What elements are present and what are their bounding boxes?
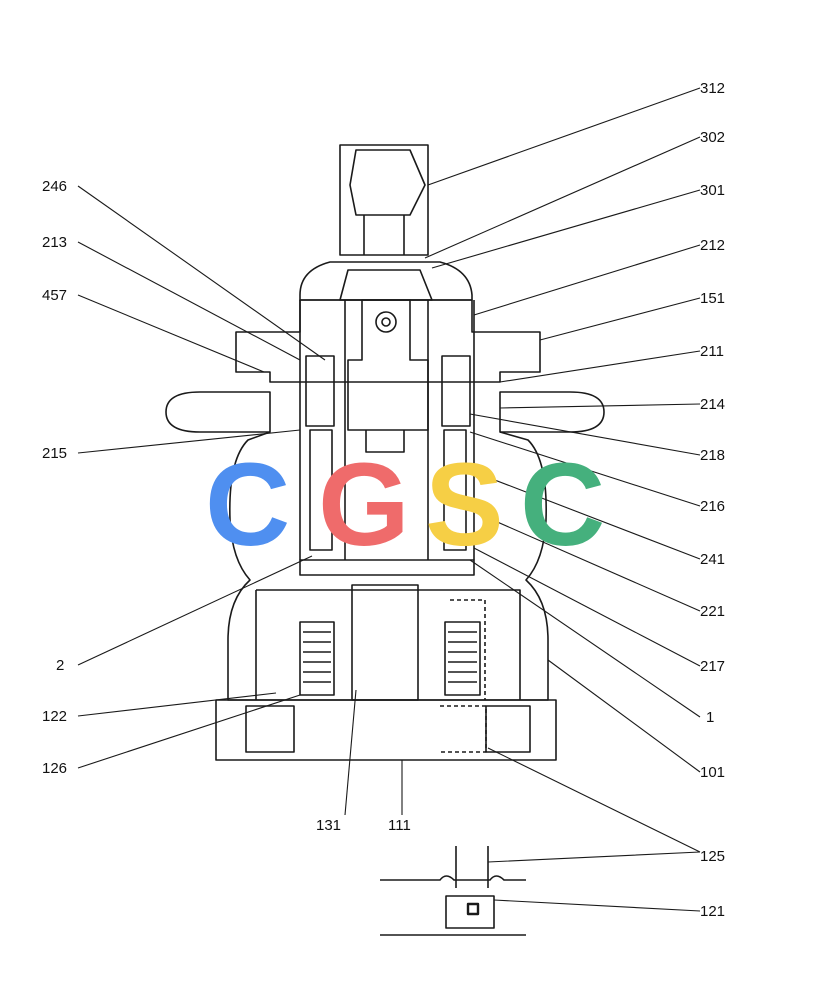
lower-spring-housings [299,621,481,696]
callout-131: 131 [316,817,341,834]
base-plugs [245,705,531,753]
leader-101 [547,659,701,773]
leader-221 [469,509,701,612]
callout-457: 457 [42,287,67,304]
top-cap [339,144,429,256]
watermark-letter-1: C [205,439,290,571]
leader-151 [539,297,701,341]
leader-214 [499,403,701,409]
hidden-passage [450,599,486,700]
callout-215: 215 [42,445,67,462]
pivot-pin [375,311,397,333]
leader-301 [431,189,701,269]
inset-hex-socket [466,902,480,916]
leader-121 [493,899,701,912]
leader-126 [77,694,301,769]
callout-216: 216 [700,498,725,515]
leader-211 [499,350,701,383]
leader-241 [473,471,701,560]
cap-stem [363,215,405,255]
inset-top-plate [380,875,526,881]
leader-212 [473,244,701,316]
watermark-letter-3: S [425,439,504,571]
left-spool [309,429,333,551]
callout-246: 246 [42,178,67,195]
pivot-pin-center [381,317,391,327]
leader-216 [469,431,701,507]
left-spring-seat [305,355,335,427]
leader-217 [473,547,701,667]
right-spool [443,429,467,551]
callout-218: 218 [700,447,725,464]
leader-218 [469,413,701,456]
callout-2: 2 [56,657,64,674]
inset-plug [445,895,495,929]
bottom-callouts: 131 111 [316,817,411,834]
lower-cavity [255,589,521,700]
callout-126: 126 [42,760,67,777]
inset-shaft [455,846,489,888]
right-spool-bore [427,300,475,560]
yoke-block [339,269,433,301]
leader-lines [77,87,701,912]
callout-125: 125 [700,848,725,865]
leader-213 [77,241,301,361]
left-callouts: 246 213 457 215 2 122 126 [42,178,67,777]
base-plate [215,699,557,761]
right-port [499,391,605,433]
callout-221: 221 [700,603,725,620]
callout-101: 101 [700,764,725,781]
callout-1: 1 [706,709,714,726]
drawing-body [165,144,605,936]
callout-151: 151 [700,290,725,307]
leader-457 [77,294,265,373]
callout-211: 211 [700,343,724,360]
callout-302: 302 [700,129,725,146]
leader-302 [424,136,701,259]
right-coil-spring [448,631,477,683]
callout-111: 111 [388,817,411,834]
callout-214: 214 [700,396,725,413]
leader-1 [469,559,701,718]
leader-2 [77,555,313,666]
right-callouts: 312 302 301 212 151 211 214 218 216 241 … [700,80,725,920]
left-port [165,391,271,433]
leader-215 [77,429,301,454]
upper-housing [299,261,473,301]
body-bridge [299,559,475,576]
callout-312: 312 [700,80,725,97]
watermark-letter-2: G [318,439,410,571]
callout-212: 212 [700,237,725,254]
watermark: C G S C [205,439,605,571]
callout-213: 213 [42,234,67,251]
hidden-plug [440,705,487,753]
callout-217: 217 [700,658,725,675]
callout-121: 121 [700,903,725,920]
leader-125 [487,747,701,863]
leader-122 [77,692,277,717]
hex-nut [349,149,426,216]
leader-312 [427,87,701,186]
leader-246 [77,185,326,361]
plunger-tip [365,430,405,453]
watermark-letter-4: C [520,439,605,571]
callout-241: 241 [700,551,725,568]
callout-301: 301 [700,182,725,199]
left-coil-spring [303,631,331,683]
leader-131 [344,689,357,816]
center-shaft [351,584,419,701]
callout-122: 122 [42,708,67,725]
right-spring-seat [441,355,471,427]
